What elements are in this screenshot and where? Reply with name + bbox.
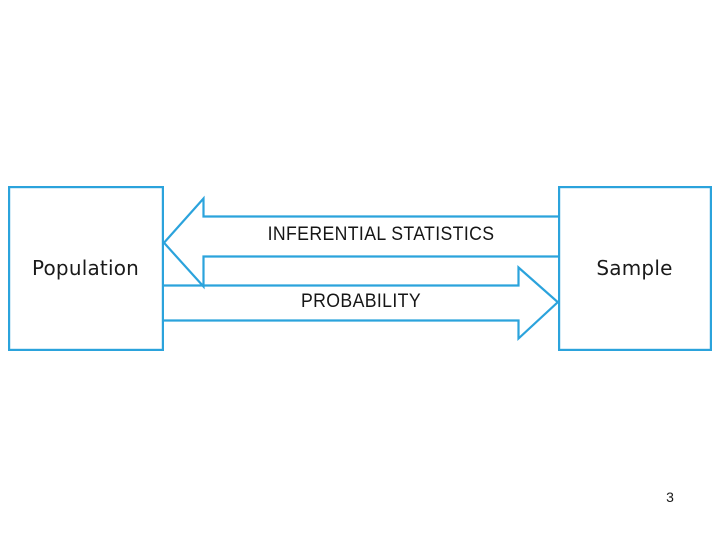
- probability-label: PROBABILITY: [301, 291, 421, 312]
- population-label: Population: [31, 256, 140, 280]
- inferential-statistics-label: INFERENTIAL STATISTICS: [267, 224, 495, 245]
- page-number: 3: [666, 489, 674, 505]
- probability-arrow[interactable]: [163, 265, 560, 342]
- sample-box[interactable]: [557, 186, 712, 352]
- inferential-statistics-arrow[interactable]: [162, 195, 558, 290]
- population-box[interactable]: [8, 186, 165, 352]
- sample-label: Sample: [596, 256, 673, 280]
